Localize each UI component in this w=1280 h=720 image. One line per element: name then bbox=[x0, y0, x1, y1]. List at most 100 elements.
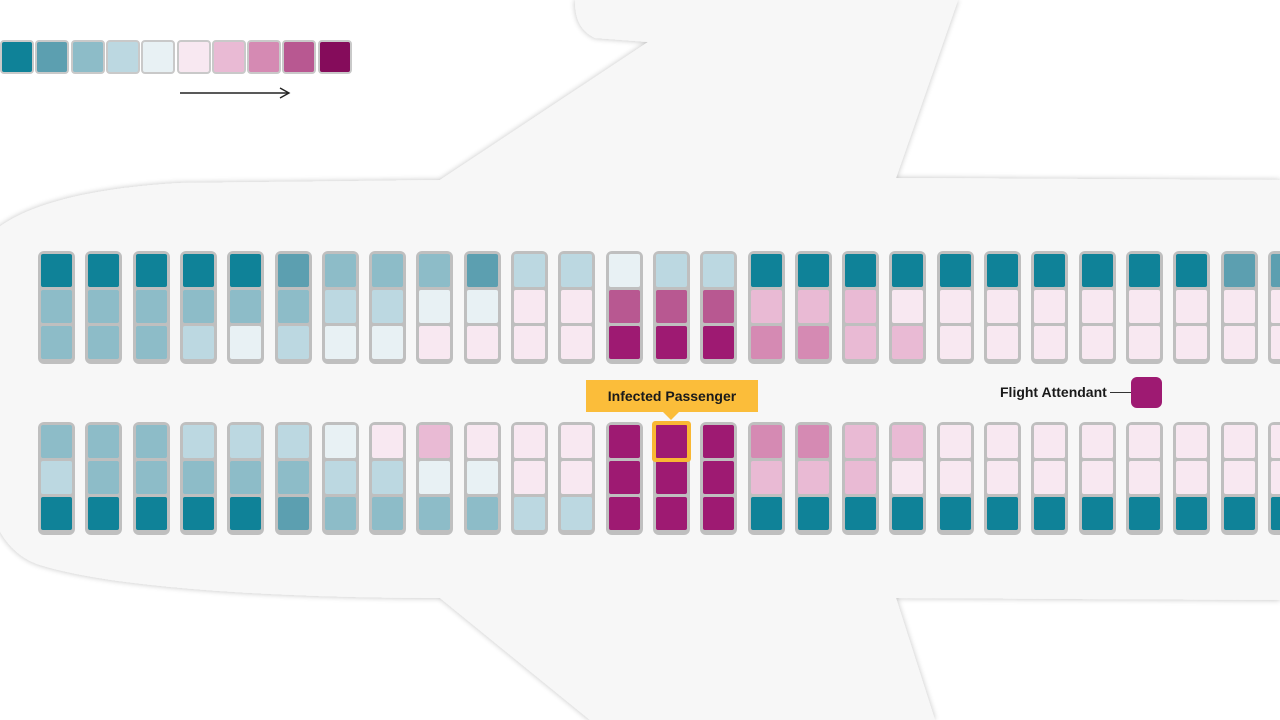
seat bbox=[324, 326, 356, 359]
seat bbox=[750, 497, 782, 530]
seat-column bbox=[1078, 251, 1116, 364]
seat bbox=[324, 254, 356, 287]
seat-column bbox=[1173, 251, 1211, 364]
seat-column bbox=[227, 422, 265, 535]
seat-column bbox=[274, 422, 312, 535]
seat bbox=[608, 254, 640, 287]
seat-column bbox=[321, 251, 359, 364]
seat bbox=[182, 254, 214, 287]
seat bbox=[608, 461, 640, 494]
seat bbox=[987, 425, 1018, 458]
seat bbox=[419, 425, 451, 458]
seat bbox=[1270, 497, 1280, 530]
seat bbox=[514, 425, 545, 458]
seat-column bbox=[794, 422, 832, 535]
seat bbox=[987, 461, 1018, 494]
seat bbox=[41, 497, 72, 530]
seat bbox=[939, 254, 971, 287]
seat bbox=[182, 461, 214, 494]
seat bbox=[797, 497, 829, 530]
seat bbox=[466, 461, 498, 494]
seat-column bbox=[794, 251, 832, 364]
seat bbox=[372, 461, 404, 494]
seat bbox=[750, 461, 782, 494]
seat-column bbox=[747, 251, 785, 364]
seat bbox=[419, 497, 451, 530]
seat bbox=[892, 461, 924, 494]
seat bbox=[655, 290, 687, 323]
seat bbox=[88, 290, 120, 323]
seat bbox=[1081, 290, 1113, 323]
seat-column bbox=[1267, 251, 1280, 364]
seat bbox=[1128, 326, 1160, 359]
seat bbox=[703, 461, 735, 494]
seat bbox=[419, 254, 451, 287]
seat bbox=[230, 461, 262, 494]
seat bbox=[135, 425, 167, 458]
seat bbox=[1081, 326, 1113, 359]
seat-column bbox=[842, 251, 880, 364]
flight-attendant-label: Flight Attendant bbox=[1000, 384, 1107, 400]
seat bbox=[1270, 254, 1280, 287]
seat-column bbox=[369, 422, 407, 535]
seat-column bbox=[511, 251, 548, 364]
seat-column bbox=[1078, 422, 1116, 535]
seat bbox=[608, 497, 640, 530]
seat bbox=[514, 290, 545, 323]
seat bbox=[277, 425, 309, 458]
seat bbox=[182, 326, 214, 359]
seat bbox=[514, 497, 545, 530]
seat bbox=[1176, 497, 1208, 530]
seat bbox=[797, 290, 829, 323]
seat-column bbox=[936, 251, 974, 364]
seat bbox=[1176, 326, 1208, 359]
flight-attendant-leader-line bbox=[1110, 392, 1132, 393]
seat bbox=[845, 461, 877, 494]
seat bbox=[750, 326, 782, 359]
seat-column bbox=[889, 251, 927, 364]
seat bbox=[939, 290, 971, 323]
seat-column bbox=[416, 422, 454, 535]
scale-swatch bbox=[141, 40, 176, 74]
seat bbox=[135, 254, 167, 287]
seat-column bbox=[558, 422, 596, 535]
seat-column bbox=[605, 251, 643, 364]
seat-column bbox=[85, 251, 123, 364]
seat-column bbox=[700, 422, 738, 535]
seat bbox=[987, 254, 1018, 287]
seat-column bbox=[416, 251, 454, 364]
seat bbox=[1223, 290, 1255, 323]
seat bbox=[845, 254, 877, 287]
seat bbox=[1270, 461, 1280, 494]
seat bbox=[561, 497, 593, 530]
seat bbox=[514, 326, 545, 359]
infected-passenger-seat bbox=[655, 425, 687, 458]
seat bbox=[892, 254, 924, 287]
seat bbox=[797, 461, 829, 494]
flight-attendant-seat bbox=[1131, 377, 1162, 408]
seat bbox=[88, 254, 120, 287]
seat bbox=[561, 326, 593, 359]
seat bbox=[703, 497, 735, 530]
seat bbox=[703, 425, 735, 458]
seat bbox=[135, 290, 167, 323]
seat bbox=[182, 290, 214, 323]
scale-swatch bbox=[70, 40, 105, 74]
seat bbox=[1034, 461, 1066, 494]
seat-column bbox=[1220, 422, 1258, 535]
seat bbox=[466, 497, 498, 530]
seat bbox=[230, 326, 262, 359]
seat bbox=[466, 290, 498, 323]
seat bbox=[892, 425, 924, 458]
seat bbox=[703, 254, 735, 287]
seat bbox=[845, 326, 877, 359]
seat-column bbox=[511, 422, 548, 535]
scale-swatch bbox=[105, 40, 140, 74]
scale-swatch bbox=[282, 40, 317, 74]
seat-column bbox=[463, 251, 501, 364]
seat bbox=[987, 326, 1018, 359]
seat bbox=[1081, 497, 1113, 530]
seat bbox=[1081, 254, 1113, 287]
seat-column bbox=[85, 422, 123, 535]
seat bbox=[324, 461, 356, 494]
